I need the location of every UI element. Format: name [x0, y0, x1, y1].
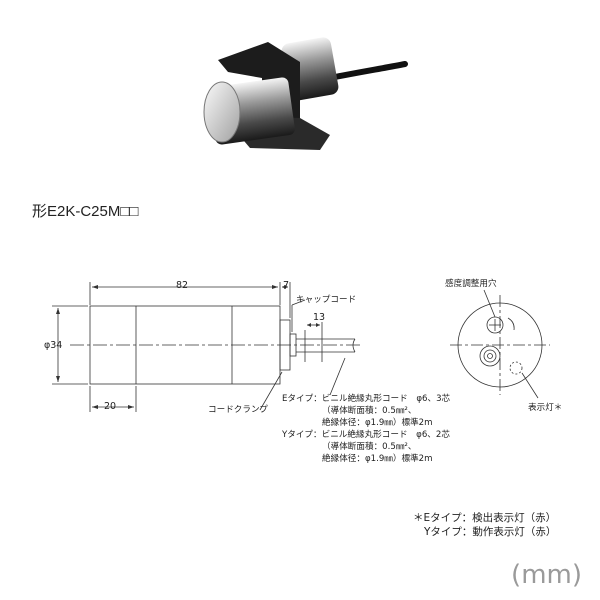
dim-diameter: φ34	[44, 340, 63, 351]
cable-spec-y-line3: 絶縁体径：φ1.9㎜）標準2m	[322, 454, 433, 464]
dim-front-section: 20	[104, 401, 117, 412]
footnote-y: Yタイプ：動作表示灯（赤）	[424, 526, 557, 538]
dim-cap-length: 7	[283, 280, 290, 291]
callout-cap-cord: キャップコード	[296, 295, 357, 305]
cable-spec-y-line1: Yタイプ：ビニル絶縁丸形コード φ6、2芯	[282, 430, 450, 440]
dim-length: 82	[176, 280, 189, 291]
cable-spec-block: Eタイプ：ビニル絶縁丸形コード φ6、3芯 （導体断面積：0.5㎜²、 絶縁体径…	[282, 393, 450, 465]
cable-spec-y-line2: （導体断面積：0.5㎜²、	[322, 442, 417, 452]
callout-sensitivity-hole: 感度調整用穴	[445, 279, 497, 289]
cable-spec-e-line2: （導体断面積：0.5㎜²、	[322, 406, 417, 416]
footnote-e: ＊Eタイプ：検出表示灯（赤）	[413, 512, 557, 524]
callout-cord-clamp: コードクランプ	[208, 405, 268, 415]
cable-spec-e-line1: Eタイプ：ビニル絶縁丸形コード φ6、3芯	[282, 394, 451, 404]
unit-label: (mm)	[511, 560, 582, 590]
dim-cable-offset: 13	[313, 312, 326, 323]
cable-spec-e-line3: 絶縁体径：φ1.9㎜）標準2m	[322, 418, 433, 428]
model-title: 形E2K-C25M□□	[32, 203, 139, 220]
callout-indicator: 表示灯＊	[528, 403, 563, 413]
